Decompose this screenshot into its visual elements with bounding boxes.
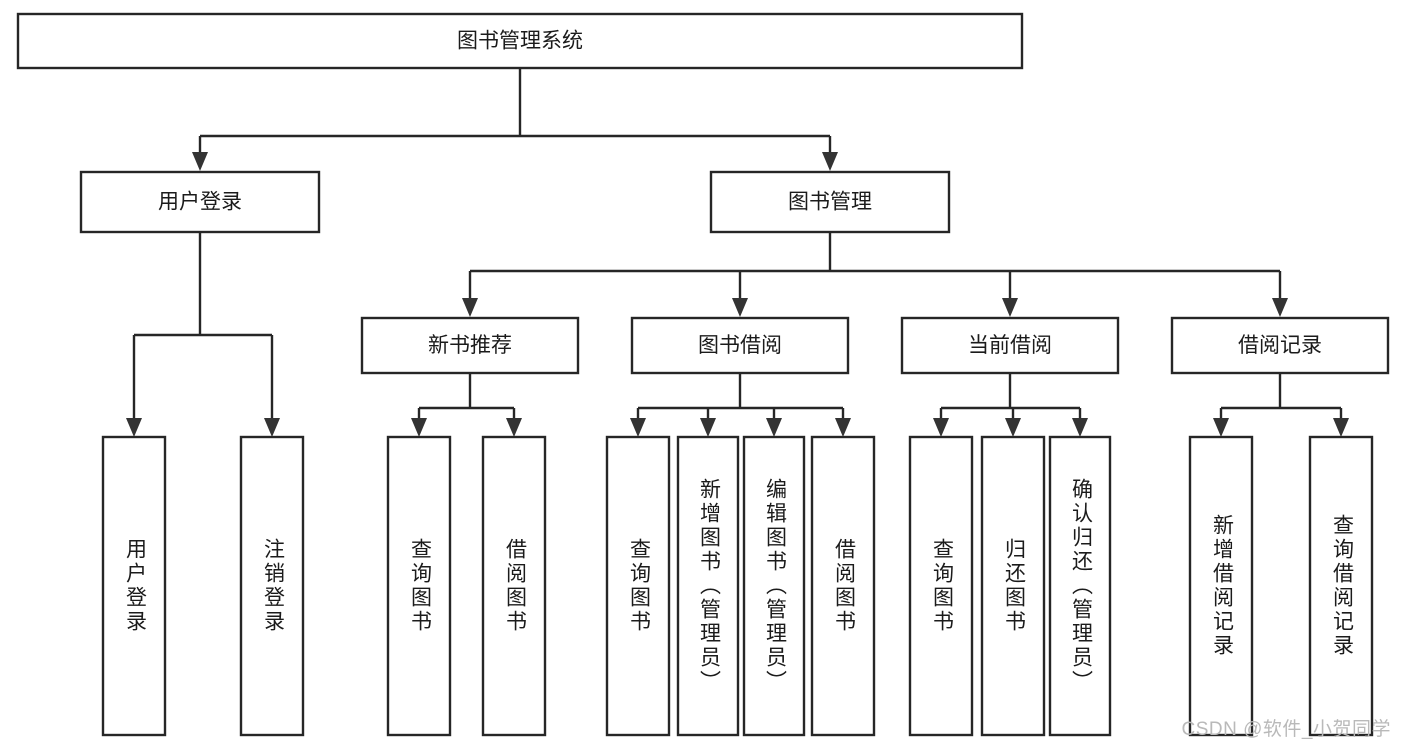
node-label-user-login: 用户登录 [158, 191, 242, 214]
arrow-head-icon [462, 298, 478, 317]
arrow-head-icon [126, 418, 142, 437]
node-box-current-borrow[interactable] [900, 316, 1120, 375]
node-label-borrow-record: 借阅记录 [1238, 334, 1322, 357]
node-box-user-login[interactable] [79, 170, 321, 234]
node-box-book-manage[interactable] [709, 170, 951, 234]
arrow-head-icon [1333, 418, 1349, 437]
node-box-leaf-add-record[interactable] [1188, 435, 1254, 737]
arrow-head-icon [1002, 298, 1018, 317]
node-box-leaf-query-book-2[interactable] [605, 435, 671, 737]
node-box-new-book-rec[interactable] [360, 316, 580, 375]
node-boxes-layer [16, 12, 1390, 737]
node-label-root: 图书管理系统 [457, 30, 583, 53]
node-box-leaf-logout[interactable] [239, 435, 305, 737]
arrow-head-icon [835, 418, 851, 437]
arrow-head-icon [766, 418, 782, 437]
arrow-head-icon [732, 298, 748, 317]
node-box-leaf-edit-book[interactable] [742, 435, 806, 737]
arrow-head-icon [506, 418, 522, 437]
node-box-leaf-return-book[interactable] [980, 435, 1046, 737]
node-box-leaf-confirm-return[interactable] [1048, 435, 1112, 737]
arrow-head-icon [1272, 298, 1288, 317]
arrow-head-icon [822, 152, 838, 171]
arrow-head-icon [1005, 418, 1021, 437]
connectors-layer [126, 68, 1349, 437]
node-label-book-borrow: 图书借阅 [698, 334, 782, 357]
arrow-head-icon [264, 418, 280, 437]
node-label-book-manage: 图书管理 [788, 191, 872, 214]
node-box-leaf-query-record[interactable] [1308, 435, 1374, 737]
node-box-leaf-query-book-3[interactable] [908, 435, 974, 737]
node-box-leaf-user-login[interactable] [101, 435, 167, 737]
node-label-current-borrow: 当前借阅 [968, 334, 1052, 357]
node-box-leaf-add-book[interactable] [676, 435, 740, 737]
arrow-head-icon [630, 418, 646, 437]
node-label-new-book-rec: 新书推荐 [428, 334, 512, 357]
arrow-head-icon [1072, 418, 1088, 437]
arrow-head-icon [700, 418, 716, 437]
node-box-leaf-borrow-book-1[interactable] [481, 435, 547, 737]
node-box-leaf-borrow-book-2[interactable] [810, 435, 876, 737]
node-box-leaf-query-book-1[interactable] [386, 435, 452, 737]
node-box-root[interactable] [16, 12, 1024, 70]
node-box-book-borrow[interactable] [630, 316, 850, 375]
watermark-text: CSDN @软件_小贺同学 [1181, 719, 1391, 740]
arrow-head-icon [192, 152, 208, 171]
arrow-head-icon [411, 418, 427, 437]
arrow-head-icon [1213, 418, 1229, 437]
node-box-borrow-record[interactable] [1170, 316, 1390, 375]
arrow-head-icon [933, 418, 949, 437]
